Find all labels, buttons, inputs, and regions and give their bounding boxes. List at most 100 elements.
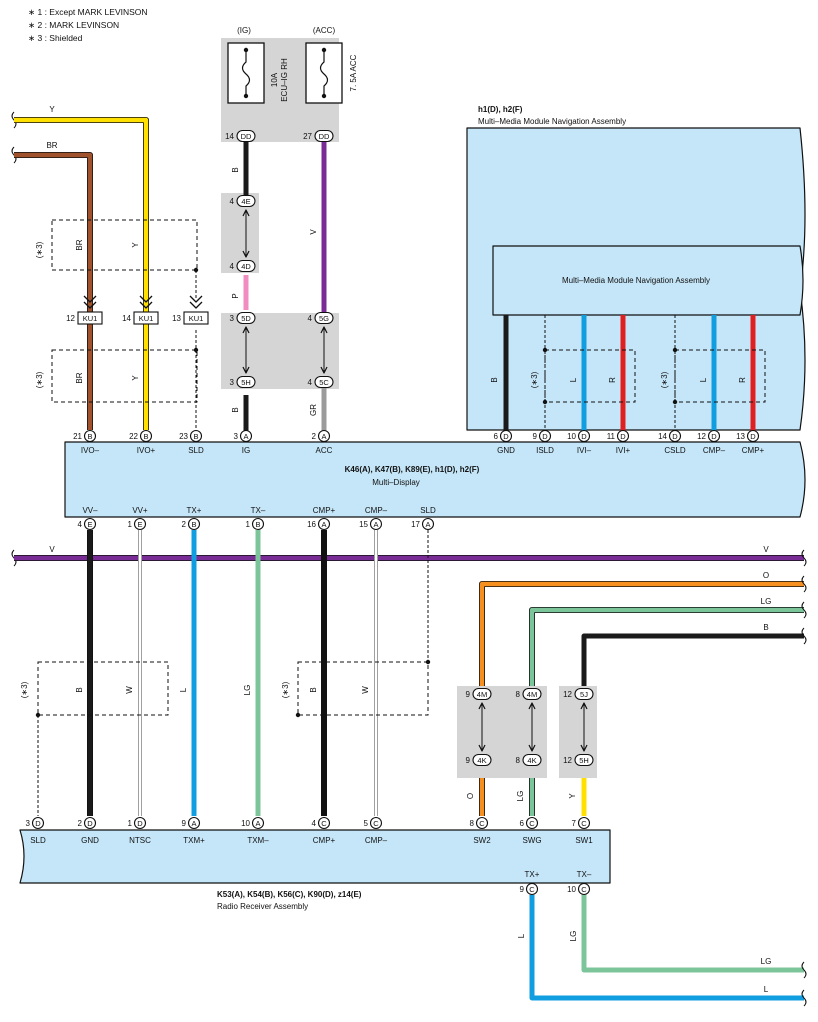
acc-fuse-dot bbox=[321, 47, 327, 53]
v-left-label: V bbox=[49, 545, 55, 554]
pin-number: 12 bbox=[697, 432, 706, 441]
junction-dot bbox=[425, 659, 431, 665]
ig-pink-label: P bbox=[231, 293, 240, 298]
pin-number: 27 bbox=[303, 132, 312, 141]
connector-letter: C bbox=[479, 819, 485, 828]
connector-id: 4K bbox=[527, 756, 536, 765]
md-top-pin-name: SLD bbox=[188, 446, 204, 455]
junction-dot bbox=[542, 399, 548, 405]
md-top-pin bbox=[577, 429, 591, 443]
md-bottom-pin bbox=[133, 517, 147, 531]
md-top-pin-name: IG bbox=[242, 446, 250, 455]
nav-wire-label: R bbox=[738, 377, 747, 383]
nav-shield-2 bbox=[674, 349, 766, 403]
note-2: ∗ 2 : MARK LEVINSON bbox=[28, 20, 119, 30]
pin-number: 3 bbox=[230, 314, 235, 323]
connector-id: 4D bbox=[241, 262, 251, 271]
radio-pin-name: CMP+ bbox=[313, 836, 336, 845]
md-bottom-pin-name: SLD bbox=[420, 506, 436, 515]
wire-break bbox=[801, 601, 807, 619]
connector-letter: D bbox=[87, 819, 93, 828]
conn-5d bbox=[236, 311, 256, 325]
ig-upper-link-head bbox=[242, 209, 250, 217]
pin-number: 4 bbox=[312, 819, 317, 828]
connector-letter: B bbox=[143, 432, 148, 441]
sw-wire-label: LG bbox=[516, 791, 525, 802]
connector-id: 5G bbox=[319, 314, 329, 323]
shield-box-lower bbox=[51, 349, 198, 403]
connector-letter: D bbox=[542, 432, 548, 441]
connector-letter: D bbox=[581, 432, 587, 441]
y-label: Y bbox=[131, 375, 140, 381]
md-bottom-pin-name: VV+ bbox=[132, 506, 148, 515]
radio-pin bbox=[525, 816, 539, 830]
connector-letter: A bbox=[243, 432, 248, 441]
radio-name: Radio Receiver Assembly bbox=[217, 902, 308, 911]
connector-id: 4E bbox=[241, 197, 250, 206]
connector-id: 5H bbox=[241, 378, 251, 387]
pin-number: 7 bbox=[572, 819, 577, 828]
note-1: ∗ 1 : Except MARK LEVINSON bbox=[28, 7, 148, 17]
br-wire bbox=[14, 152, 93, 430]
connector-id: 5J bbox=[580, 690, 588, 699]
mid-wire-label: W bbox=[125, 686, 134, 694]
mid-wire-label: (∗3) bbox=[20, 681, 29, 698]
connector-letter: C bbox=[321, 819, 327, 828]
md-bottom-pin bbox=[251, 517, 265, 531]
pin-number: 3 bbox=[26, 819, 31, 828]
y-wire-label: Y bbox=[49, 105, 55, 114]
wire-break bbox=[801, 575, 807, 593]
conn-5c bbox=[314, 375, 334, 389]
radio-pin-name: SW1 bbox=[575, 836, 593, 845]
pin-number: 4 bbox=[230, 197, 235, 206]
pin-number: 12 bbox=[563, 690, 572, 699]
sw-top-conn bbox=[522, 687, 542, 701]
md-name: Multi–Display bbox=[372, 478, 420, 487]
md-top-pin bbox=[746, 429, 760, 443]
mid-wire-label: (∗3) bbox=[281, 681, 290, 698]
radio-bottom-pin bbox=[577, 882, 591, 896]
acc-wire-label: V bbox=[309, 229, 318, 235]
conn-4e bbox=[236, 194, 256, 208]
pin-number: 14 bbox=[225, 132, 234, 141]
radio-pin bbox=[475, 816, 489, 830]
pin-number: 2 bbox=[312, 432, 317, 441]
sw-bot-conn bbox=[574, 753, 594, 767]
pin-number: 9 bbox=[182, 819, 187, 828]
junction-dot bbox=[542, 347, 548, 353]
ig-fuse-dot bbox=[243, 47, 249, 53]
connector-letter: C bbox=[581, 819, 587, 828]
pin-number: 12 bbox=[563, 756, 572, 765]
junction-dot bbox=[193, 347, 199, 353]
pin-number: 4 bbox=[308, 314, 313, 323]
txm-label: LG bbox=[569, 931, 578, 942]
radio-pin-name: TXM+ bbox=[183, 836, 205, 845]
ku1-chevron bbox=[83, 301, 97, 309]
radio-pin bbox=[317, 816, 331, 830]
connector-letter: D bbox=[711, 432, 717, 441]
shield-box-vv bbox=[37, 661, 169, 716]
connector-id: DD bbox=[241, 132, 252, 141]
pin-number: 15 bbox=[359, 520, 368, 529]
ig-lower-label: B bbox=[231, 407, 240, 412]
md-top-pin bbox=[239, 429, 253, 443]
pin-number: 8 bbox=[516, 756, 521, 765]
shield-box-cmp bbox=[297, 661, 429, 716]
pin-number: 5 bbox=[364, 819, 369, 828]
ku1-pin: 12 bbox=[66, 314, 75, 323]
radio-pin-name: SLD bbox=[30, 836, 46, 845]
radio-pin bbox=[187, 816, 201, 830]
junction-dot bbox=[295, 712, 301, 718]
sw-link-head bbox=[580, 702, 588, 710]
y-label: Y bbox=[131, 242, 140, 248]
conn-5h bbox=[236, 375, 256, 389]
br-wire-outline bbox=[14, 152, 93, 430]
radio-pin bbox=[251, 816, 265, 830]
nav-wire-label: (∗3) bbox=[530, 371, 539, 388]
connector-id: 5H bbox=[579, 756, 589, 765]
connector-letter: D bbox=[750, 432, 756, 441]
pin-number: 23 bbox=[179, 432, 188, 441]
pin-number: 3 bbox=[234, 432, 239, 441]
out-lg-label: LG bbox=[761, 957, 772, 966]
